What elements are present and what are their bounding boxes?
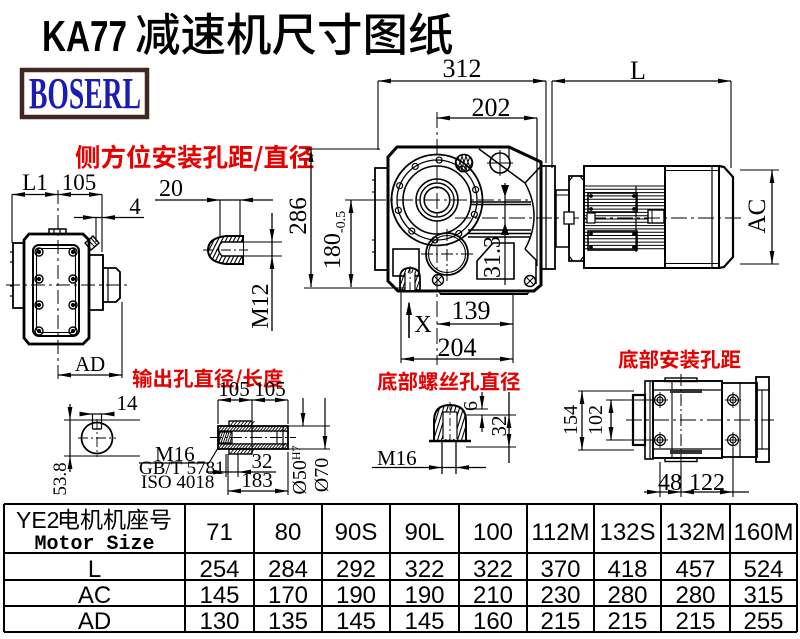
svg-text:132S: 132S [599, 519, 655, 546]
svg-text:AC: AC [78, 582, 111, 609]
svg-text:31.3: 31.3 [480, 236, 506, 278]
svg-text:122: 122 [689, 470, 725, 496]
svg-text:105: 105 [62, 170, 97, 195]
svg-text:M16: M16 [155, 442, 195, 466]
svg-text:457: 457 [675, 556, 715, 583]
svg-text:105: 105 [254, 377, 286, 401]
svg-text:Motor Size: Motor Size [34, 533, 154, 556]
svg-text:M12: M12 [248, 283, 274, 328]
svg-text:90S: 90S [335, 519, 378, 546]
svg-text:90L: 90L [404, 519, 444, 546]
svg-text:YE2: YE2 [16, 507, 59, 533]
svg-text:L1: L1 [22, 170, 48, 195]
svg-text:322: 322 [473, 556, 513, 583]
svg-text:132M: 132M [665, 519, 725, 546]
svg-text:M16: M16 [377, 446, 417, 470]
svg-text:BOSERL: BOSERL [29, 69, 141, 118]
svg-text:215: 215 [607, 608, 647, 634]
svg-text:322: 322 [404, 556, 444, 583]
svg-text:154: 154 [560, 405, 582, 435]
svg-text:524: 524 [743, 556, 783, 583]
svg-text:105: 105 [218, 377, 250, 401]
svg-text:190: 190 [336, 582, 376, 609]
svg-text:215: 215 [540, 608, 580, 634]
svg-text:130: 130 [199, 608, 239, 634]
svg-text:32: 32 [487, 416, 511, 437]
svg-text:312: 312 [443, 54, 482, 83]
svg-text:160: 160 [473, 608, 513, 634]
svg-text:AD: AD [75, 352, 105, 376]
svg-text:6: 6 [460, 401, 482, 411]
svg-text:102: 102 [585, 405, 607, 435]
svg-text:100: 100 [473, 519, 513, 546]
svg-text:215: 215 [675, 608, 715, 634]
svg-text:255: 255 [743, 608, 783, 634]
svg-text:139: 139 [452, 296, 491, 325]
svg-text:370: 370 [540, 556, 580, 583]
svg-text:418: 418 [607, 556, 647, 583]
svg-text:202: 202 [472, 93, 511, 122]
svg-text:32: 32 [252, 449, 273, 473]
svg-text:190: 190 [404, 582, 444, 609]
svg-text:X: X [414, 312, 431, 338]
svg-text:L: L [88, 556, 101, 583]
svg-text:145: 145 [336, 608, 376, 634]
svg-text:160M: 160M [733, 519, 793, 546]
svg-text:292: 292 [336, 556, 376, 583]
svg-text:AD: AD [78, 608, 111, 634]
svg-text:53.8: 53.8 [50, 462, 71, 495]
svg-text:135: 135 [268, 608, 308, 634]
svg-text:112M: 112M [531, 519, 589, 546]
svg-text:4: 4 [129, 194, 141, 219]
svg-text:183: 183 [241, 468, 273, 492]
svg-text:ISO 4018: ISO 4018 [141, 472, 214, 493]
svg-text:KA77: KA77 [42, 12, 127, 61]
svg-text:Ø70: Ø70 [311, 458, 333, 492]
svg-text:48: 48 [658, 470, 682, 496]
svg-text:145: 145 [199, 582, 239, 609]
svg-text:20: 20 [159, 176, 183, 202]
svg-text:254: 254 [199, 556, 239, 583]
svg-text:14: 14 [117, 391, 139, 415]
svg-text:230: 230 [540, 582, 580, 609]
svg-text:315: 315 [743, 582, 783, 609]
svg-text:170: 170 [268, 582, 308, 609]
svg-text:204: 204 [438, 333, 477, 362]
svg-text:284: 284 [268, 556, 308, 583]
svg-text:71: 71 [206, 519, 233, 546]
svg-text:AC: AC [744, 199, 771, 234]
svg-text:280: 280 [675, 582, 715, 609]
svg-text:145: 145 [404, 608, 444, 634]
svg-text:80: 80 [275, 519, 302, 546]
svg-text:280: 280 [607, 582, 647, 609]
svg-text:286: 286 [285, 197, 312, 235]
svg-text:L: L [630, 56, 646, 85]
svg-text:210: 210 [473, 582, 513, 609]
